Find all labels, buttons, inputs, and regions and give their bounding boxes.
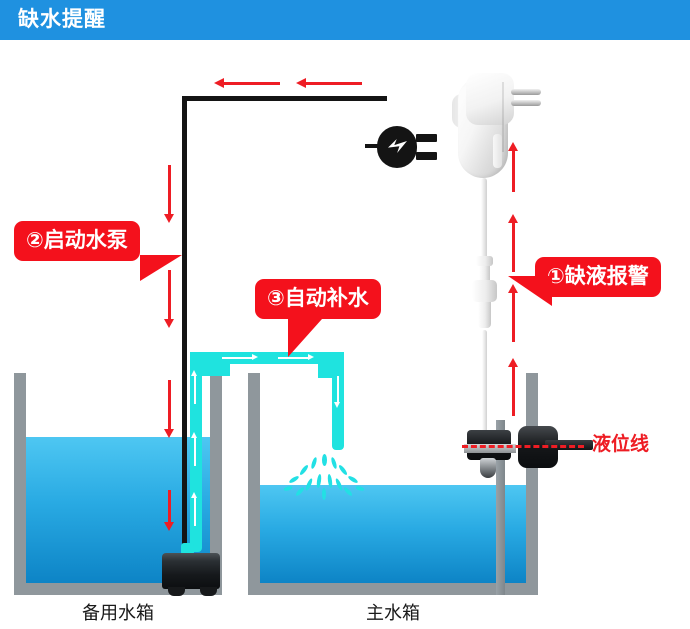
adapter-slot [493, 134, 502, 168]
power-plug-icon [365, 126, 437, 168]
liquid-level-probe-cable-lower [482, 330, 487, 440]
callout-low-liquid-alarm[interactable]: ①缺液报警 [535, 257, 661, 297]
pump-power-arrow-3 [164, 380, 175, 438]
float-switch-sensor-bulb [480, 458, 496, 478]
callout-label: ①缺液报警 [547, 265, 649, 288]
callout-start-pump[interactable]: ②启动水泵 [14, 221, 140, 261]
power-flow-arrow-1 [214, 78, 280, 89]
plug-prong-bottom [416, 152, 437, 160]
main-tank-caption: 主水箱 [366, 603, 420, 623]
callout-start-pump-tail [140, 255, 182, 281]
power-adapter-icon [448, 72, 541, 180]
pump-power-arrow-2 [164, 270, 175, 328]
pump-foot-left [168, 587, 185, 596]
hose-flow-arrow-3 [191, 492, 198, 526]
alarm-signal-arrow-0 [508, 142, 519, 192]
backup-tank-caption: 备用水箱 [82, 603, 154, 623]
water-spray-icon [283, 454, 365, 504]
callout-label: ③自动补水 [267, 287, 369, 310]
tank-wall-left [14, 373, 26, 595]
probe-neck [479, 266, 490, 280]
callout-auto-refill[interactable]: ③自动补水 [255, 279, 381, 319]
main-tank-water [260, 485, 526, 583]
hose-flow-arrow-5 [278, 354, 314, 361]
water-pump-icon [162, 553, 220, 589]
power-cord-vertical [182, 96, 187, 565]
tank-mount-post [496, 420, 505, 595]
tank-wall-right [210, 373, 222, 595]
water-level-line [462, 445, 584, 448]
alarm-signal-arrow-3 [508, 358, 519, 416]
header-bar: 缺水提醒 [0, 0, 690, 40]
float-switch-band [464, 444, 516, 453]
hose-flow-arrow-6 [334, 376, 341, 408]
pump-inlet-neck [181, 543, 194, 555]
callout-low-liquid-alarm-tail [508, 276, 552, 306]
adapter-pin-bottom [511, 100, 541, 106]
tank-wall-left [248, 373, 260, 595]
hose-flow-arrow-2 [191, 432, 198, 466]
callout-label: ②启动水泵 [26, 229, 128, 252]
plug-body [377, 126, 417, 168]
hose-flow-arrow-4 [222, 354, 258, 361]
adapter-pin-top [511, 89, 541, 95]
pump-power-arrow-4 [164, 490, 175, 531]
tank-wall-bottom [248, 583, 538, 595]
water-level-label: 液位线 [592, 434, 650, 455]
plug-wire [365, 144, 379, 148]
hose-riser [190, 358, 202, 552]
alarm-signal-arrow-1 [508, 214, 519, 272]
diagram-stage: 液位线 ②启动水泵 ③自动补水 ①缺液报警 备用水箱 主水箱 [0, 40, 690, 629]
pump-foot-right [200, 587, 217, 596]
adapter-seam [502, 82, 504, 152]
power-cord-horizontal [182, 96, 387, 101]
power-flow-arrow-2 [296, 78, 362, 89]
tank-wall-right [526, 373, 538, 595]
adapter-head [466, 73, 514, 125]
probe-stem [478, 302, 491, 328]
pump-power-arrow-1 [164, 165, 175, 223]
plug-prong-top [416, 134, 437, 142]
hose-flow-arrow-1 [191, 370, 198, 404]
probe-connector [472, 280, 497, 302]
liquid-level-probe-cable-upper [481, 178, 487, 260]
page-title: 缺水提醒 [18, 8, 106, 31]
callout-auto-refill-tail [288, 319, 322, 357]
probe-collar [476, 256, 493, 266]
